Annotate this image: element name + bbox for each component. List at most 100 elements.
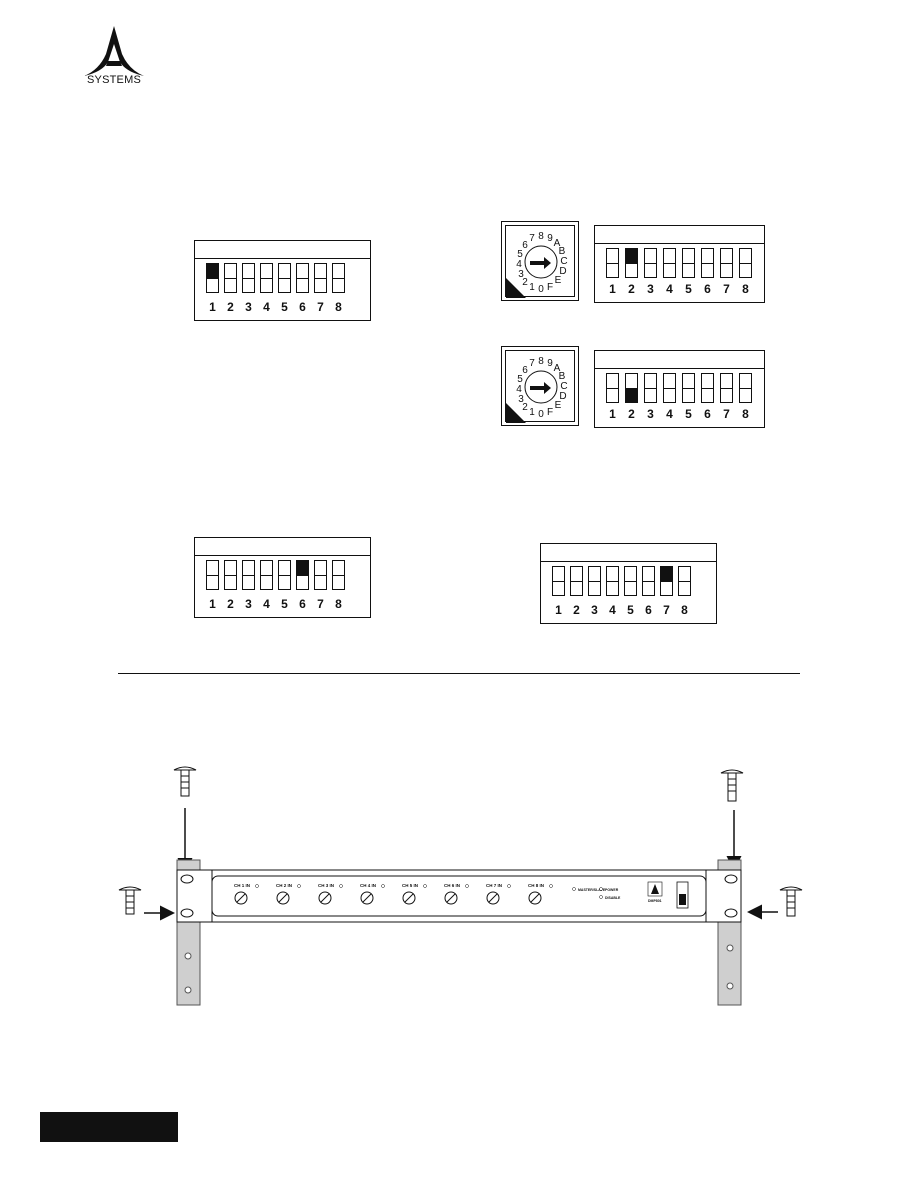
svg-text:1: 1 <box>529 282 535 293</box>
switch-number: 3 <box>245 597 252 611</box>
switch-number: 4 <box>263 597 270 611</box>
switch-number: 6 <box>704 407 711 421</box>
switch-numbers: 1 2 3 4 5 6 7 8 <box>206 597 345 611</box>
svg-text:E: E <box>555 400 562 411</box>
svg-text:5: 5 <box>517 374 523 385</box>
switch-2 <box>570 566 583 596</box>
switch-6 <box>701 373 714 403</box>
switch-number: 5 <box>627 603 634 617</box>
rack-mount-diagram: CH 1 IN CH 2 IN CH 3 IN CH 4 IN CH 5 IN … <box>118 766 803 1006</box>
svg-text:C: C <box>560 256 567 267</box>
svg-text:A: A <box>554 363 561 374</box>
svg-text:1: 1 <box>529 407 535 418</box>
switch-1 <box>552 566 565 596</box>
switch-7 <box>720 248 733 278</box>
indicator-label: POWER <box>605 888 619 892</box>
svg-text:F: F <box>547 407 553 418</box>
switch-number: 7 <box>317 597 324 611</box>
svg-text:9: 9 <box>547 358 553 369</box>
channel-label: CH 8 IN <box>528 883 544 888</box>
channel-control: CH 2 IN <box>276 883 301 905</box>
switch-number: 4 <box>666 407 673 421</box>
dip-switch-d: 1 2 3 4 5 6 7 8 <box>194 537 371 618</box>
switch-number: 6 <box>299 597 306 611</box>
indicator-label: MASTER/SLAVE <box>578 888 606 892</box>
dip-switch-c: 1 2 3 4 5 6 7 8 <box>594 350 765 428</box>
svg-text:4: 4 <box>516 384 522 395</box>
section-divider <box>118 673 800 674</box>
switch-2 <box>625 248 638 278</box>
switch-number: 2 <box>628 282 635 296</box>
switch-number: 5 <box>281 300 288 314</box>
screw-icon <box>720 769 744 802</box>
switch-number: 5 <box>685 407 692 421</box>
svg-text:3: 3 <box>518 269 524 280</box>
svg-text:D: D <box>559 391 566 402</box>
switch-number: 1 <box>609 282 616 296</box>
svg-text:A: A <box>554 238 561 249</box>
switch-4 <box>663 373 676 403</box>
switch-6 <box>642 566 655 596</box>
channel-control: CH 5 IN <box>402 883 427 905</box>
switch-3 <box>644 248 657 278</box>
dip-switch-header <box>595 226 764 244</box>
switch-3 <box>588 566 601 596</box>
switch-number: 2 <box>573 603 580 617</box>
switch-number: 7 <box>317 300 324 314</box>
switch-1 <box>606 373 619 403</box>
switch-3 <box>242 263 255 293</box>
channel-label: CH 1 IN <box>234 883 250 888</box>
channel-label: CH 3 IN <box>318 883 334 888</box>
switch-6 <box>701 248 714 278</box>
svg-text:9: 9 <box>547 233 553 244</box>
switch-3 <box>242 560 255 590</box>
switch-number: 6 <box>645 603 652 617</box>
switch-number: 3 <box>647 282 654 296</box>
switch-8 <box>739 373 752 403</box>
svg-text:E: E <box>555 275 562 286</box>
svg-text:7: 7 <box>529 233 535 244</box>
switch-numbers: 1 2 3 4 5 6 7 8 <box>606 407 752 421</box>
svg-text:6: 6 <box>522 240 528 251</box>
model-label: DMP801 <box>648 899 662 903</box>
svg-text:5: 5 <box>517 249 523 260</box>
svg-text:D: D <box>559 266 566 277</box>
switch-1 <box>206 263 219 293</box>
switch-numbers: 1 2 3 4 5 6 7 8 <box>606 282 752 296</box>
channel-control: CH 6 IN <box>444 883 469 905</box>
switch-number: 4 <box>666 282 673 296</box>
switch-number: 6 <box>299 300 306 314</box>
switch-6 <box>296 560 309 590</box>
switch-number: 4 <box>263 300 270 314</box>
svg-text:6: 6 <box>522 365 528 376</box>
dip-switch-row <box>552 566 691 596</box>
switch-8 <box>739 248 752 278</box>
switch-number: 6 <box>704 282 711 296</box>
switch-number: 4 <box>609 603 616 617</box>
dip-switch-header <box>195 538 370 556</box>
switch-number: 8 <box>742 407 749 421</box>
switch-1 <box>606 248 619 278</box>
indicator-label: DISABLE <box>605 896 621 900</box>
svg-text:3: 3 <box>518 394 524 405</box>
switch-2 <box>625 373 638 403</box>
switch-number: 8 <box>742 282 749 296</box>
switch-5 <box>278 560 291 590</box>
a-systems-logo <box>84 26 144 76</box>
screw-icon <box>118 886 142 915</box>
channel-control: CH 3 IN <box>318 883 343 905</box>
switch-7 <box>314 263 327 293</box>
switch-number: 7 <box>723 407 730 421</box>
switch-number: 3 <box>591 603 598 617</box>
dip-switch-row <box>206 263 345 293</box>
switch-number: 8 <box>681 603 688 617</box>
switch-number: 3 <box>245 300 252 314</box>
dip-switch-e: 1 2 3 4 5 6 7 8 <box>540 543 717 624</box>
channel-control: CH 4 IN <box>360 883 385 905</box>
switch-7 <box>720 373 733 403</box>
switch-number: 8 <box>335 300 342 314</box>
